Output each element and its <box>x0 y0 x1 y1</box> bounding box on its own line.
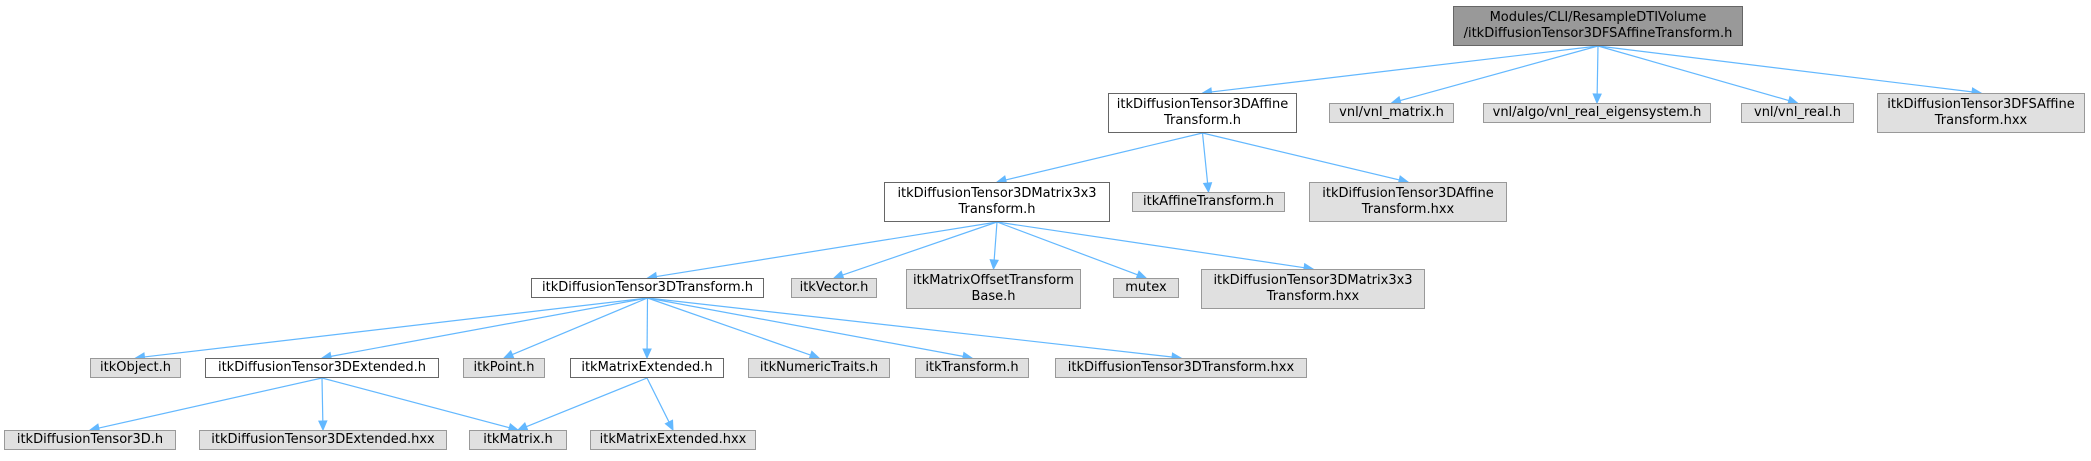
node-vnl-matrix-h: vnl/vnl_matrix.h <box>1329 103 1454 123</box>
edge-affine_h-to-itk_affine <box>1201 132 1209 184</box>
edge-matrix_extended_h-to-matrix_extended_hxx <box>646 377 670 423</box>
node-affine-transform-hxx: itkDiffusionTensor3DAffine Transform.hxx <box>1309 182 1507 222</box>
edge-transform_h-to-itk_object <box>144 297 648 358</box>
arrowhead-matrix3x3_h-to-matrix_offset <box>989 259 999 271</box>
edge-matrix3x3_h-to-mutex <box>996 221 1138 276</box>
edge-transform_h-to-itk_point <box>512 297 648 356</box>
node-tensor-transform-hxx: itkDiffusionTensor3DTransform.hxx <box>1055 358 1307 378</box>
edge-transform_h-to-transform_hxx <box>647 297 1173 358</box>
node-itk-matrix-h: itkMatrix.h <box>469 430 567 450</box>
node-fsaffine-transform-hxx: itkDiffusionTensor3DFSAffine Transform.h… <box>1877 93 2085 133</box>
node-matrix3x3-transform-hxx: itkDiffusionTensor3DMatrix3x3 Transform.… <box>1201 269 1425 309</box>
edge-extended_h-to-itk_matrix <box>321 377 510 429</box>
edge-matrix3x3_h-to-itk_vector <box>842 221 998 276</box>
node-itk-numeric-traits-h: itkNumericTraits.h <box>748 358 890 378</box>
node-affine-transform-h[interactable]: itkDiffusionTensor3DAffine Transform.h <box>1108 93 1297 133</box>
arrowhead-transform_h-to-matrix_extended_h <box>642 348 652 360</box>
node-itk-vector-h: itkVector.h <box>791 278 877 298</box>
edge-affine_h-to-matrix3x3_h <box>1005 132 1203 181</box>
node-diffusion-tensor3d-h: itkDiffusionTensor3D.h <box>4 430 176 450</box>
node-tensor-extended-hxx: itkDiffusionTensor3DExtended.hxx <box>199 430 447 450</box>
edge-transform_h-to-itk_transform <box>647 297 964 357</box>
edge-extended_h-to-extended_hxx <box>321 377 324 422</box>
edge-root-to-vnl_real <box>1597 45 1790 102</box>
node-vnl-real-h: vnl/vnl_real.h <box>1741 103 1854 123</box>
node-matrix-offset-transform-base-h: itkMatrixOffsetTransform Base.h <box>906 269 1081 309</box>
edge-matrix3x3_h-to-transform_h <box>656 221 998 278</box>
node-itk-point-h: itkPoint.h <box>463 358 545 378</box>
arrowhead-root-to-vnl_eigen <box>1592 93 1602 105</box>
node-mutex: mutex <box>1113 278 1179 298</box>
edge-matrix3x3_h-to-matrix_offset <box>993 221 998 261</box>
edge-transform_h-to-extended_h <box>330 297 648 357</box>
edge-extended_h-to-dt3d_h <box>98 377 323 429</box>
edge-root-to-fs_affine_hxx <box>1597 45 1973 93</box>
arrowhead-matrix_extended_h-to-matrix_extended_hxx <box>664 419 674 432</box>
edge-root-to-affine_h <box>1211 45 1599 93</box>
node-root-fsaffine-transform-h: Modules/CLI/ResampleDTIVolume /itkDiffus… <box>1453 6 1743 46</box>
edge-root-to-vnl_matrix <box>1400 45 1599 102</box>
arrowhead-extended_h-to-extended_hxx <box>318 420 328 432</box>
node-itk-transform-h: itkTransform.h <box>915 358 1029 378</box>
arrowhead-affine_h-to-itk_affine <box>1202 182 1213 194</box>
edge-transform_h-to-numeric_traits <box>647 297 811 356</box>
node-tensor-transform-h[interactable]: itkDiffusionTensor3DTransform.h <box>531 278 764 298</box>
edge-affine_h-to-affine_hxx <box>1202 132 1400 181</box>
node-itk-affine-transform-h: itkAffineTransform.h <box>1132 192 1285 212</box>
node-matrix3x3-transform-h[interactable]: itkDiffusionTensor3DMatrix3x3 Transform.… <box>884 182 1110 222</box>
edge-matrix3x3_h-to-matrix3x3_hxx <box>996 221 1305 269</box>
node-vnl-real-eigensystem-h: vnl/algo/vnl_real_eigensystem.h <box>1483 103 1711 123</box>
node-tensor-extended-h[interactable]: itkDiffusionTensor3DExtended.h <box>205 358 439 378</box>
node-matrix-extended-h[interactable]: itkMatrixExtended.h <box>570 358 724 378</box>
edge-root-to-vnl_eigen <box>1596 45 1599 95</box>
node-itk-object-h: itkObject.h <box>90 358 181 378</box>
node-matrix-extended-hxx: itkMatrixExtended.hxx <box>590 430 756 450</box>
edge-matrix_extended_h-to-itk_matrix <box>526 377 648 428</box>
